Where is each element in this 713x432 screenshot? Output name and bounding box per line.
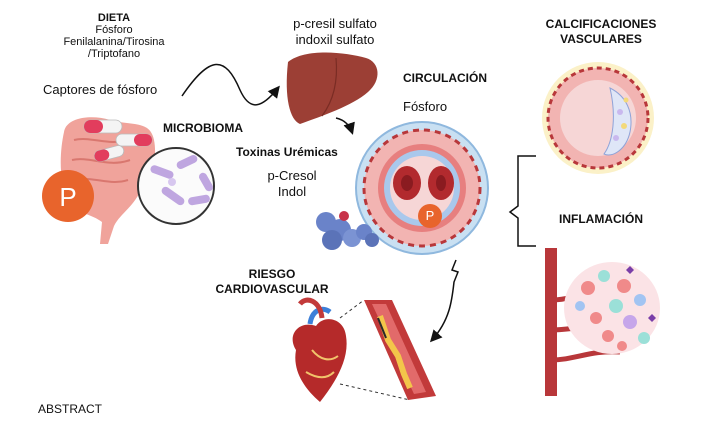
phosphorus-badge-icon bbox=[42, 170, 94, 222]
artery-plaque-icon bbox=[339, 299, 436, 401]
heart-icon bbox=[292, 297, 347, 402]
liver-icon bbox=[286, 52, 378, 124]
cardiovascular-risk-line2: CARDIOVASCULAR bbox=[215, 282, 329, 296]
footer-abstract-label: ABSTRACT bbox=[38, 402, 103, 416]
microbiome-label: MICROBIOMA bbox=[163, 121, 243, 135]
uremic-toxins-title: Toxinas Urémicas bbox=[236, 145, 338, 159]
liver-product-indoxyl-sulfate: indoxil sulfato bbox=[295, 32, 375, 47]
circulation-to-heart-arrow bbox=[429, 259, 459, 343]
uremic-toxin-p-cresol: p-Cresol bbox=[267, 168, 317, 183]
calcification-label-line1: CALCIFICACIONES bbox=[545, 17, 657, 31]
inflammation-label: INFLAMACIÓN bbox=[559, 212, 643, 226]
liver-product-cresyl-sulfate: p-cresil sulfato bbox=[293, 16, 377, 31]
phosphorus-badge-label: P bbox=[59, 182, 77, 212]
uremic-toxin-protein-icon bbox=[316, 211, 379, 250]
circulation-title: CIRCULACIÓN bbox=[403, 71, 487, 85]
diet-item-amino-acids: Fenilalanina/Tirosina bbox=[63, 36, 165, 48]
uremic-toxin-indol: Indol bbox=[277, 184, 307, 199]
inflammation-icon bbox=[545, 248, 660, 396]
blood-vessel-cross-section-icon bbox=[355, 121, 489, 255]
phosphate-binders-label: Captores de fósforo bbox=[43, 82, 158, 97]
calcification-label-line2: VASCULARES bbox=[560, 32, 642, 46]
pills-icon bbox=[83, 119, 153, 162]
binder-to-liver-arrow bbox=[181, 63, 280, 106]
bacteria-magnifier-icon bbox=[137, 147, 215, 225]
diet-item-phosphorus: Fósforo bbox=[95, 24, 133, 36]
liver-to-circulation-arrow bbox=[335, 117, 355, 135]
diet-title: DIETA bbox=[97, 12, 131, 24]
cardiovascular-risk-line1: RIESGO bbox=[248, 267, 296, 281]
circulation-phosphorus: Fósforo bbox=[403, 99, 448, 114]
vascular-calcification-icon bbox=[542, 62, 654, 174]
outcome-bracket bbox=[508, 155, 536, 247]
circulation-phosphorus-badge: P bbox=[425, 208, 435, 223]
diet-item-tryptophan: /Triptofano bbox=[87, 48, 141, 60]
